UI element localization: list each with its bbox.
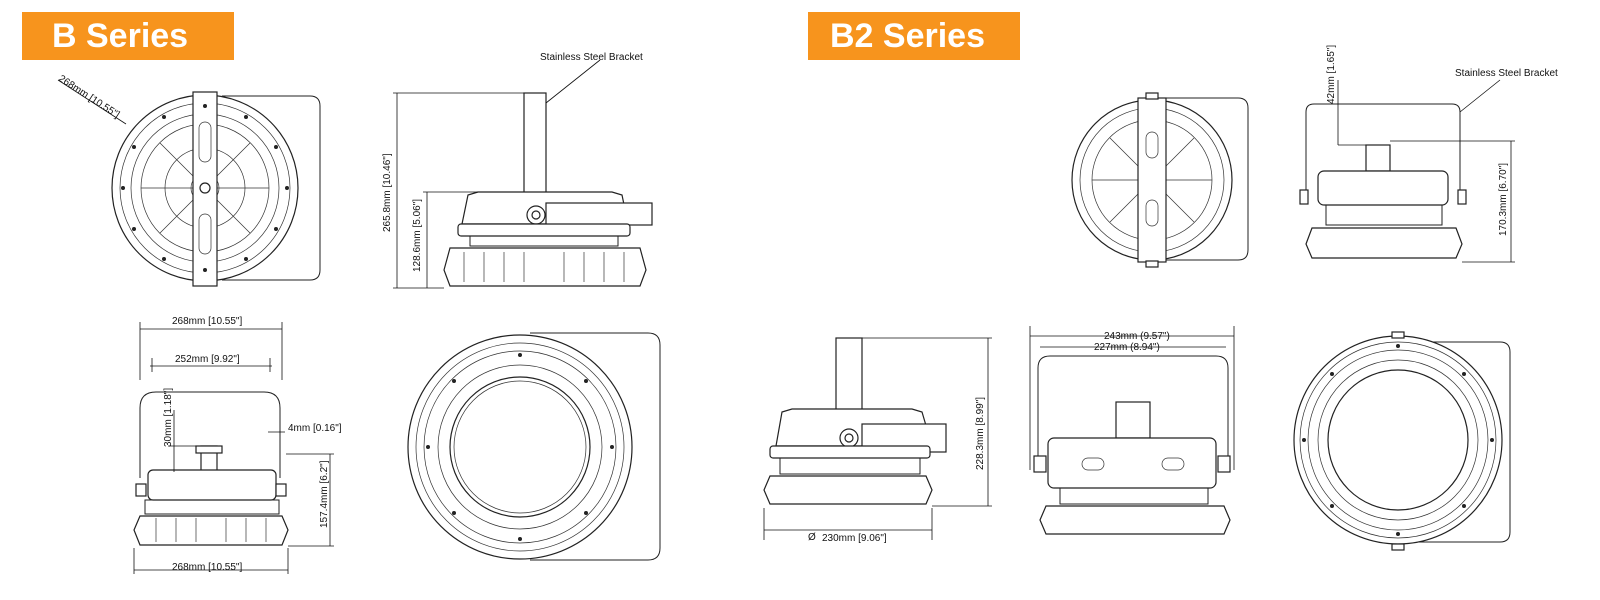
b2-top-view xyxy=(1071,92,1249,268)
b2-bracket-label: Stainless Steel Bracket xyxy=(1455,68,1558,79)
b-front-height: 157.4mm [6.2"] xyxy=(319,460,330,528)
b-front-dim-30: 30mm [1.18"] xyxy=(163,388,174,447)
b-front-width-inner: 252mm [9.92"] xyxy=(175,354,240,365)
b-side-height-total: 265.8mm [10.46"] xyxy=(382,153,393,232)
b2-dim-170: 170.3mm [6.70"] xyxy=(1498,163,1509,236)
b2-dim-228: 228.3mm [8.99"] xyxy=(975,397,986,470)
b-top-diameter-label: 268mm [10.55"] xyxy=(56,73,121,121)
b-front-view xyxy=(133,322,334,574)
b2-bottom-view xyxy=(1293,331,1511,551)
b-front-width-outer: 268mm [10.55"] xyxy=(172,316,242,327)
b2-dim-243: 243mm (9.57") xyxy=(1104,331,1170,342)
b2-dim-42: 42mm [1.65"] xyxy=(1326,45,1337,104)
b-bracket-label: Stainless Steel Bracket xyxy=(540,52,643,63)
b-front-dim-4: 4mm [0.16"] xyxy=(288,423,342,434)
b2-side-view-top xyxy=(1299,79,1515,263)
b-series-title: B Series xyxy=(22,12,234,60)
b2-dim-230-prefix: Ø xyxy=(808,532,816,543)
b2-dim-227: 227mm (8.94") xyxy=(1094,342,1160,353)
b-front-diameter-bottom: 268mm [10.55"] xyxy=(172,562,242,573)
b2-dim-230: 230mm [9.06"] xyxy=(822,533,887,544)
b-side-height-body: 128.6mm [5.06"] xyxy=(412,199,423,272)
b2-series-title: B2 Series xyxy=(808,12,1020,60)
b2-side-view-bottom xyxy=(763,337,992,540)
b-top-view xyxy=(57,79,321,287)
b-bottom-view xyxy=(407,332,661,561)
b2-front-view xyxy=(1029,326,1235,535)
b-side-view xyxy=(393,59,653,289)
